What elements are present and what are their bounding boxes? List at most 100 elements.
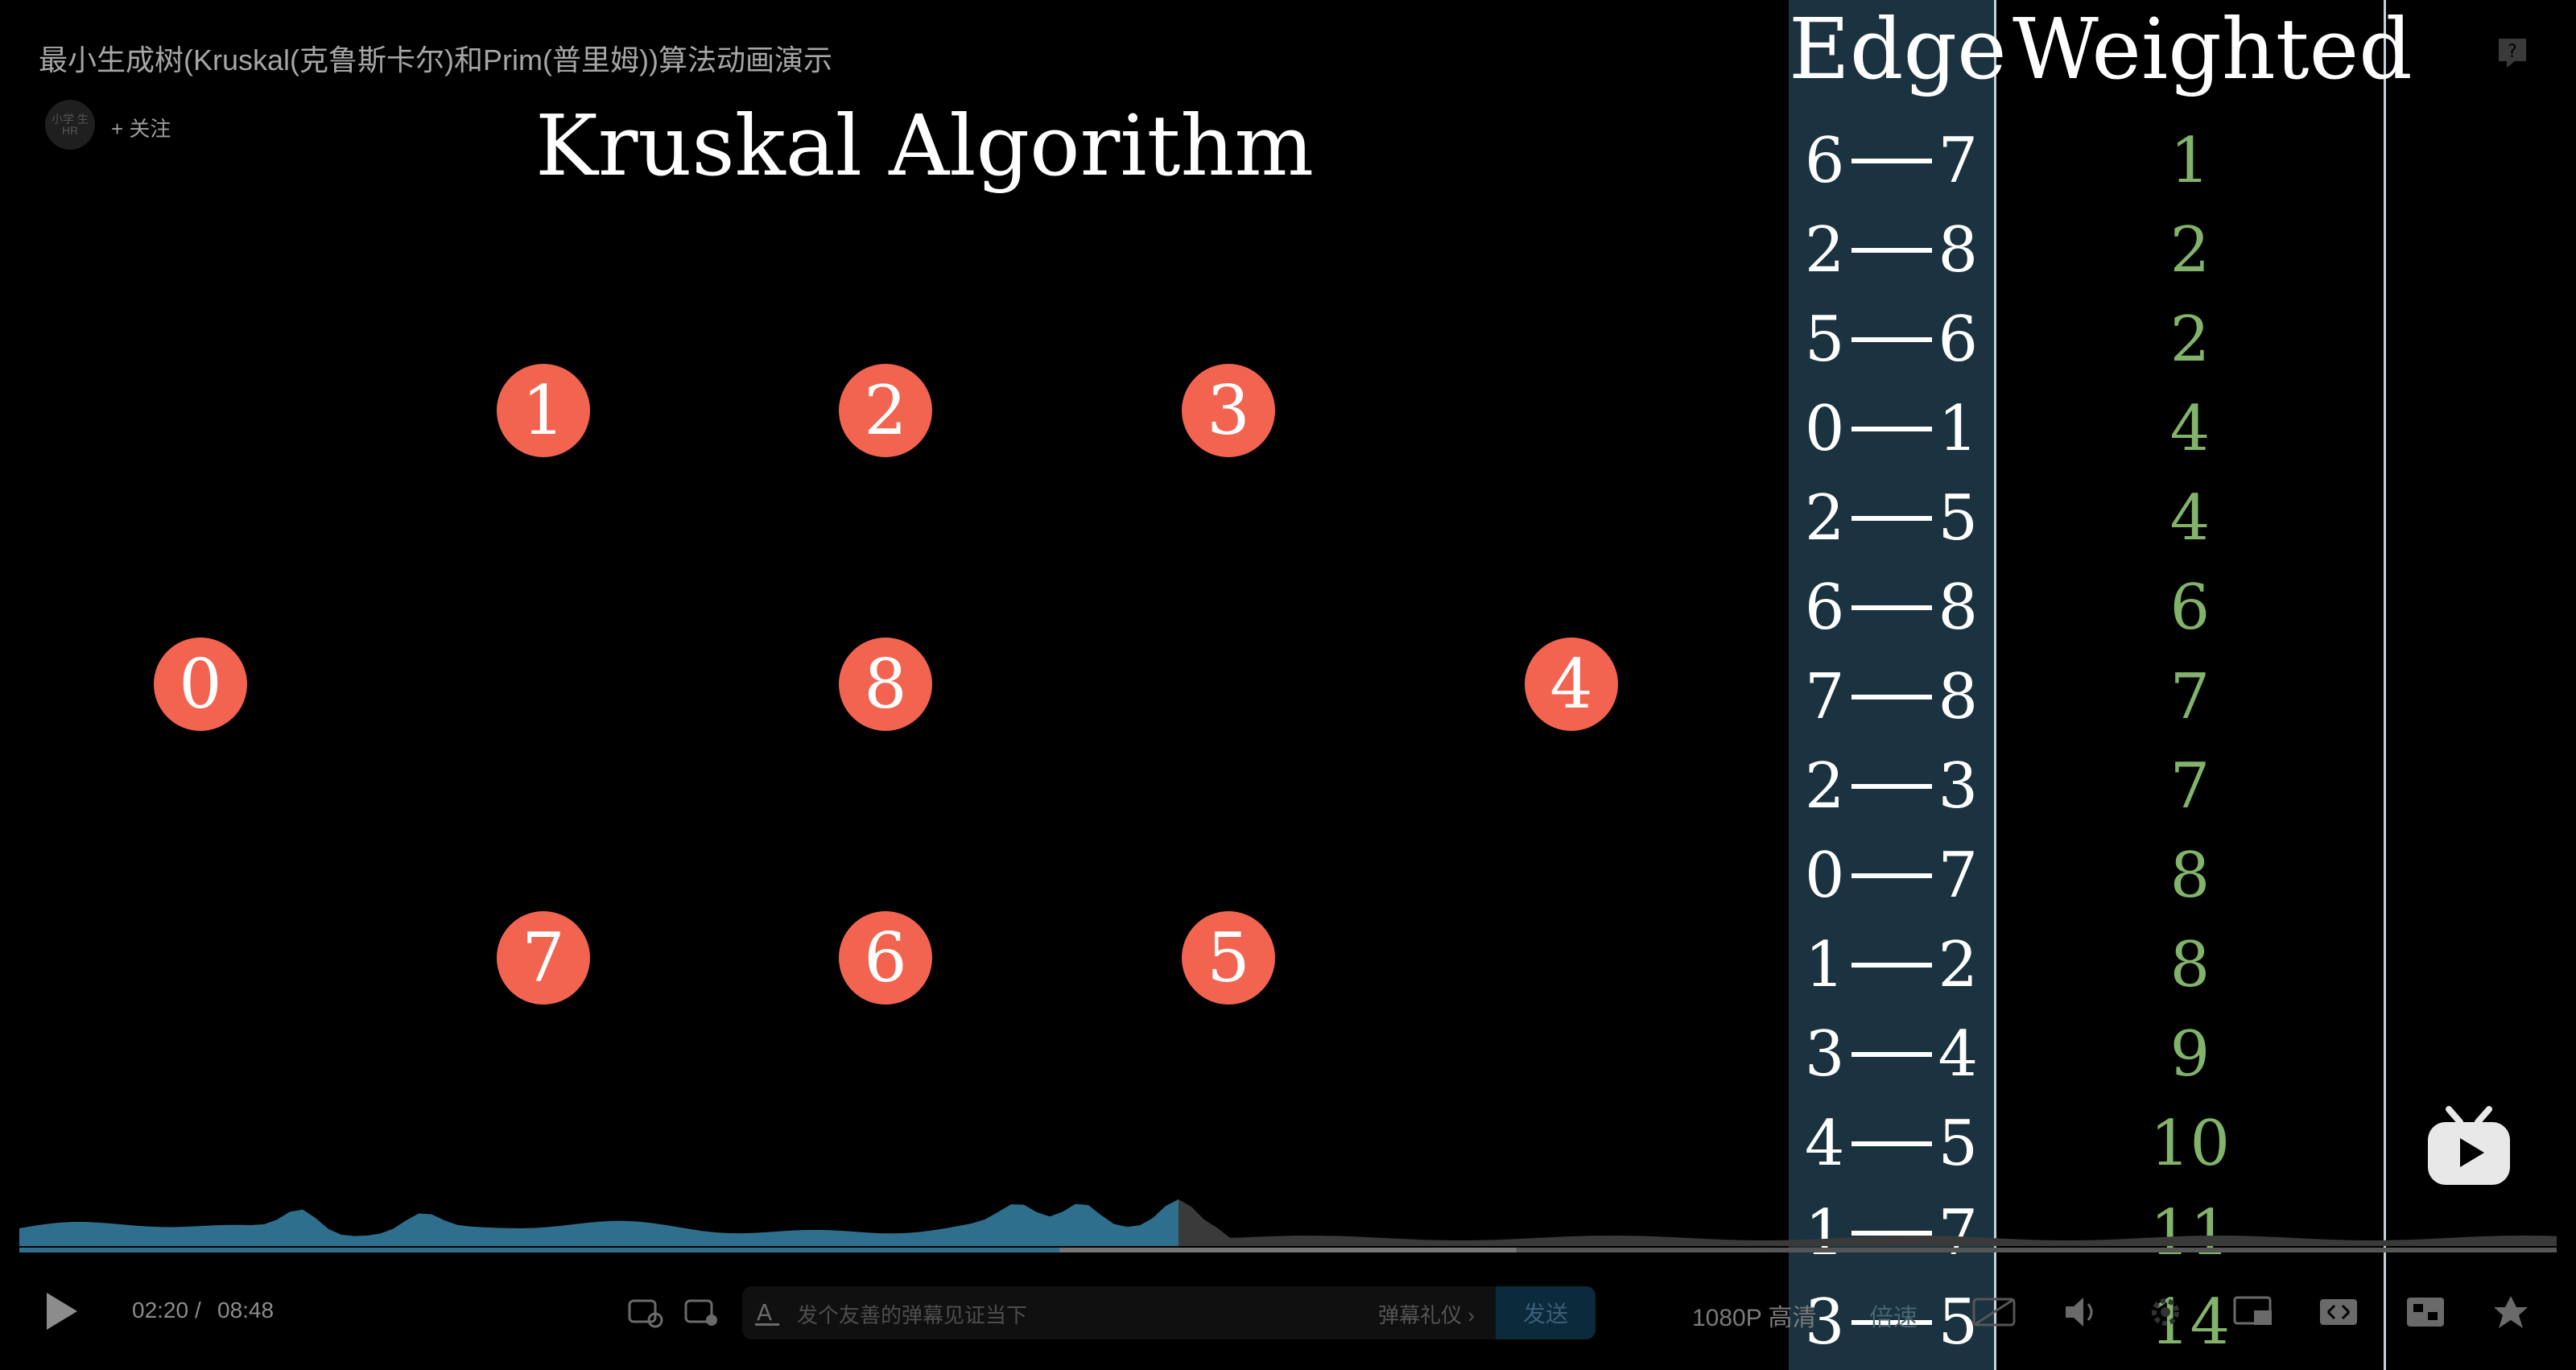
edge-to: 6 [1938, 303, 1979, 376]
edge-to: 8 [1938, 661, 1979, 733]
danmaku-settings-icon[interactable] [684, 1296, 720, 1328]
time-current: 02:20 [132, 1298, 189, 1323]
edge-from: 2 [1804, 750, 1845, 823]
danmaku-etiquette-link[interactable]: 弹幕礼仪 › [1378, 1303, 1475, 1327]
edge-connector [1851, 1231, 1932, 1236]
edge-from: 5 [1804, 303, 1845, 376]
edge-connector [1851, 516, 1932, 521]
edge-connector [1851, 1052, 1932, 1057]
edge-from: 1 [1804, 929, 1845, 1001]
time-total: 08:48 [217, 1298, 275, 1323]
text-style-icon[interactable]: A [755, 1299, 779, 1327]
edge-to: 5 [1938, 482, 1979, 555]
edge-weight: 6 [2169, 572, 2211, 644]
graph-node: 4 [1525, 638, 1618, 731]
widescreen-icon[interactable] [2318, 1294, 2359, 1330]
send-button[interactable]: 发送 [1496, 1286, 1596, 1339]
speed-selector[interactable]: 倍速 [1869, 1305, 1918, 1331]
edge-to: 3 [1938, 750, 1979, 823]
edge-weight: 4 [2169, 482, 2211, 555]
edge-to: 4 [1938, 1018, 1979, 1091]
weight-header: Weighted [2013, 0, 2413, 98]
edge-to: 5 [1938, 1286, 1979, 1359]
subtitle-icon[interactable] [1972, 1296, 2016, 1328]
uploader-avatar[interactable]: 小学 生HR [45, 100, 95, 150]
volume-icon[interactable] [2062, 1294, 2098, 1330]
edge-to: 1 [1938, 393, 1979, 465]
danmaku-input[interactable]: 发个友善的弹幕见证当下 [797, 1303, 1028, 1327]
follow-button[interactable]: + 关注 [111, 117, 171, 141]
edge-connector [1851, 1320, 1932, 1325]
quality-selector[interactable]: 1080P 高清 [1692, 1305, 1817, 1331]
edge-connector [1851, 873, 1932, 878]
graph-node: 6 [839, 911, 932, 1005]
edge-connector [1851, 159, 1932, 163]
edge-weight: 2 [2169, 303, 2211, 376]
fullscreen-icon[interactable] [2491, 1293, 2531, 1331]
bilibili-tv-icon[interactable] [2425, 1104, 2513, 1188]
settings-gear-icon[interactable] [2148, 1294, 2183, 1330]
edge-weight: 11 [2149, 1197, 2231, 1269]
picture-in-picture-icon[interactable] [2233, 1294, 2273, 1330]
edge-connector [1851, 248, 1932, 253]
play-icon[interactable] [43, 1290, 80, 1333]
graph-node: 7 [497, 911, 590, 1005]
edge-weight: 4 [2169, 393, 2211, 465]
edge-connector [1851, 605, 1932, 610]
web-fullscreen-icon[interactable] [2405, 1294, 2446, 1330]
edge-from: 2 [1804, 214, 1845, 287]
waveform-played [19, 1199, 1179, 1246]
video-title: 最小生成树(Kruskal(克鲁斯卡尔)和Prim(普里姆))算法动画演示 [39, 43, 832, 76]
graph-node: 3 [1182, 364, 1275, 457]
edge-from: 4 [1804, 1108, 1845, 1180]
edge-from: 7 [1804, 661, 1845, 733]
time-separator: / [195, 1298, 201, 1323]
edge-connector [1851, 337, 1932, 342]
edge-from: 6 [1804, 572, 1845, 644]
edge-weight: 8 [2169, 929, 2211, 1001]
edge-weight: 7 [2169, 750, 2211, 823]
progress-played [19, 1248, 1060, 1252]
graph-node: 0 [154, 638, 247, 731]
edge-from: 0 [1804, 393, 1845, 465]
edge-weight: 10 [2149, 1108, 2231, 1180]
edge-connector [1851, 1141, 1932, 1146]
danmaku-toggle-icon[interactable] [628, 1296, 663, 1328]
edge-header: Edge [1789, 0, 2007, 98]
edge-weight: 7 [2169, 661, 2211, 733]
help-icon[interactable]: ? [2496, 37, 2529, 69]
edge-weight: 9 [2169, 1018, 2211, 1091]
progress-buffered [1059, 1248, 1517, 1252]
graph-node: 1 [497, 364, 590, 457]
edge-weight: 2 [2169, 214, 2211, 287]
svg-text:?: ? [2508, 42, 2517, 62]
progress-waveform[interactable] [19, 1183, 2557, 1256]
edge-to: 7 [1938, 1197, 1979, 1269]
svg-text:A: A [757, 1299, 772, 1326]
edge-to: 7 [1938, 125, 1979, 197]
algorithm-title: Kruskal Algorithm [535, 97, 1315, 195]
danmaku-input-box[interactable] [742, 1286, 1596, 1339]
edge-from: 0 [1804, 840, 1845, 912]
weight-column [1994, 0, 2386, 1370]
edge-from: 1 [1804, 1197, 1845, 1269]
edge-from: 3 [1804, 1018, 1845, 1091]
graph-node: 8 [839, 638, 932, 731]
edge-to: 8 [1938, 572, 1979, 644]
edge-connector [1851, 695, 1932, 699]
edge-to: 7 [1938, 840, 1979, 912]
edge-connector [1851, 427, 1932, 431]
